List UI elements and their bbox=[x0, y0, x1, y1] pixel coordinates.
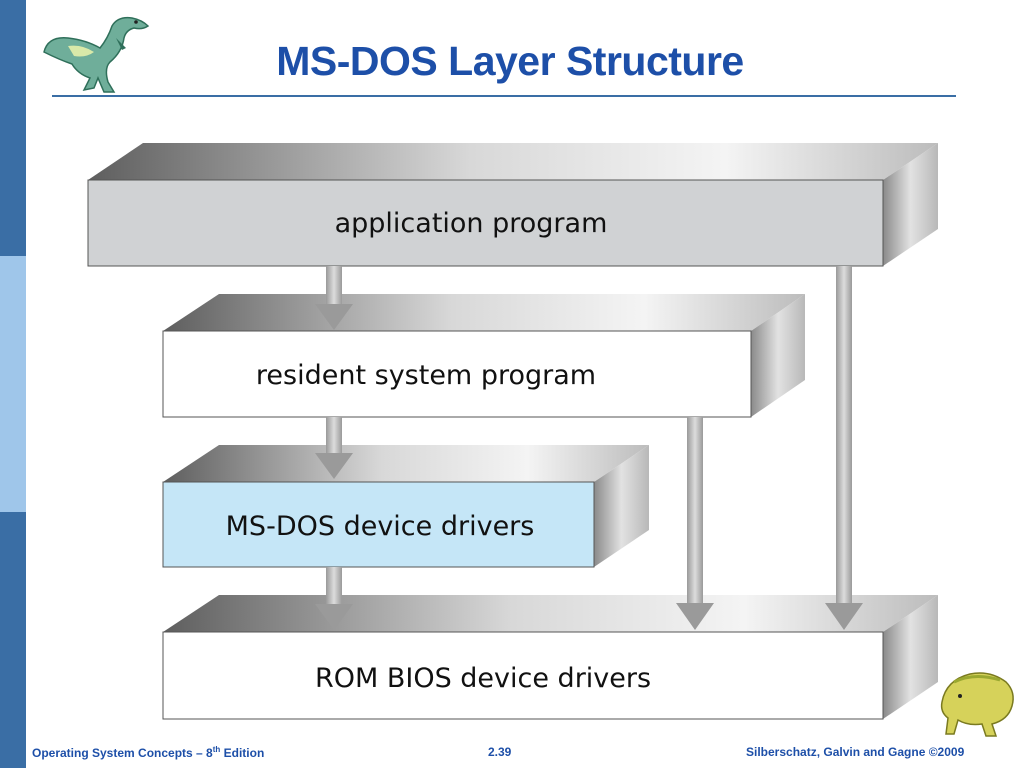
layer-msdos-drivers-label: MS-DOS device drivers bbox=[226, 511, 535, 542]
arrow-resident-to-rom bbox=[676, 417, 714, 630]
layer-rom-bios: ROM BIOS device drivers bbox=[162, 595, 938, 720]
layer-msdos-drivers-front bbox=[162, 481, 595, 568]
arrow-resident-to-msdos bbox=[315, 417, 353, 479]
layer-application-front bbox=[87, 179, 884, 267]
dinosaur-corner-icon bbox=[940, 672, 1014, 737]
sidebar-stripe bbox=[0, 0, 26, 768]
layer-rom-bios-front bbox=[162, 631, 884, 720]
footer-copyright: Silberschatz, Galvin and Gagne ©2009 bbox=[746, 745, 965, 759]
layer-resident-label: resident system program bbox=[256, 360, 596, 391]
layer-application-top bbox=[88, 143, 938, 180]
arrow-app-to-resident bbox=[315, 266, 353, 330]
slide-title: MS-DOS Layer Structure bbox=[276, 38, 744, 84]
layer-resident-front bbox=[162, 330, 752, 418]
footer-book-title: Operating System Concepts – 8th Edition bbox=[32, 745, 265, 760]
layer-msdos-drivers: MS-DOS device drivers bbox=[162, 445, 649, 568]
layer-msdos-drivers-side bbox=[594, 445, 649, 567]
layer-resident: resident system program bbox=[162, 294, 805, 418]
arrow-app-to-rom bbox=[825, 266, 863, 630]
dinosaur-logo-icon bbox=[43, 16, 150, 93]
layer-application-side bbox=[883, 143, 938, 266]
layer-rom-bios-label: ROM BIOS device drivers bbox=[315, 663, 651, 694]
footer-page-number: 2.39 bbox=[488, 745, 512, 759]
layer-msdos-drivers-top bbox=[163, 445, 649, 482]
layer-rom-bios-side bbox=[883, 595, 938, 719]
sidebar-highlight bbox=[0, 256, 26, 512]
title-underline bbox=[52, 95, 956, 97]
arrow-msdos-to-rom bbox=[315, 567, 353, 630]
layer-resident-top bbox=[163, 294, 805, 331]
layer-application: application program bbox=[87, 143, 938, 267]
layer-application-label: application program bbox=[335, 208, 608, 239]
layer-rom-bios-top bbox=[163, 595, 938, 632]
layer-resident-side bbox=[751, 294, 805, 417]
